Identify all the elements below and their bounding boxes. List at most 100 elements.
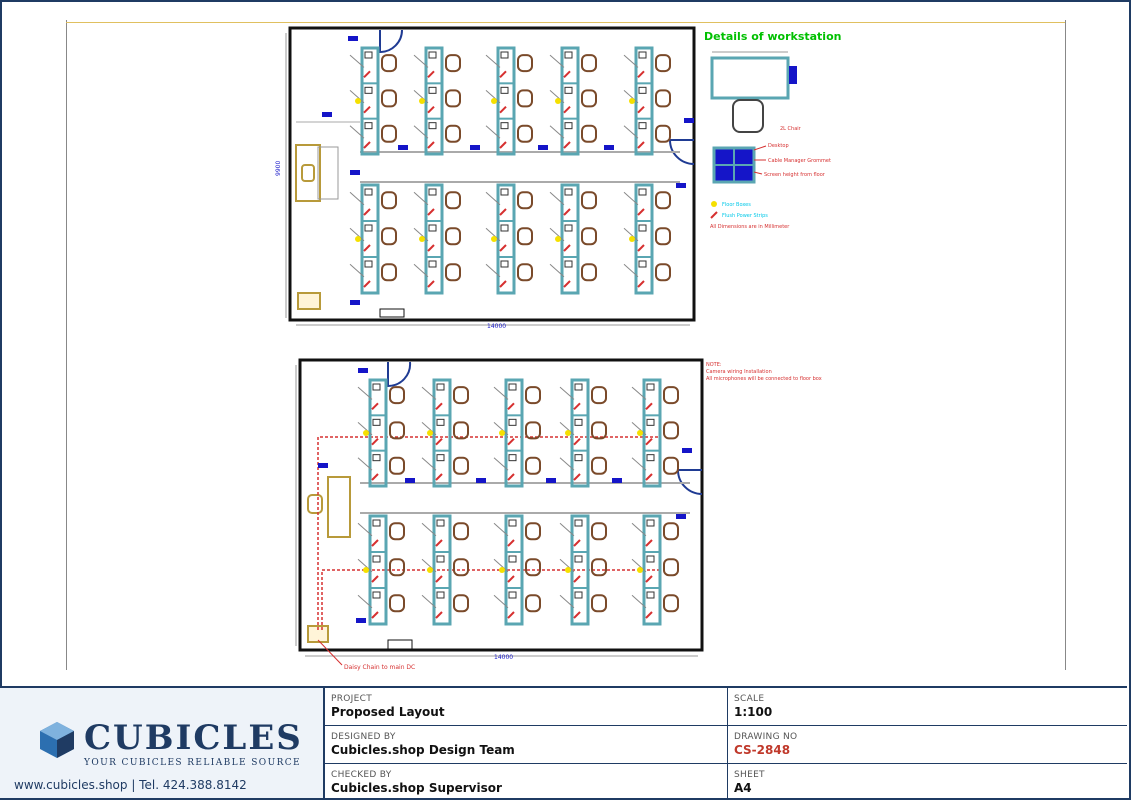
- desk-panel: [360, 183, 380, 295]
- desk-edge: [421, 594, 437, 609]
- monitor-icon: [372, 383, 381, 391]
- floorbox-marker: [538, 145, 548, 150]
- floorbox-marker: [612, 478, 622, 483]
- monitor-icon: [638, 188, 647, 196]
- desk-panel: [642, 378, 662, 488]
- desk-edge: [623, 263, 639, 278]
- floorbox-marker: [682, 448, 692, 453]
- desk-panel: [496, 46, 516, 156]
- monitor-icon: [364, 188, 373, 196]
- chair-icon: [655, 89, 671, 108]
- power-strip-icon: [645, 539, 653, 547]
- chair-icon: [525, 522, 541, 541]
- power-strip-icon: [563, 105, 571, 114]
- chair-icon: [525, 386, 541, 405]
- detail-desk-top: [710, 56, 790, 100]
- floorbox-marker: [604, 145, 614, 150]
- power-strip-icon: [371, 611, 379, 619]
- chair-icon: [581, 124, 597, 143]
- desk-edge: [549, 54, 565, 68]
- legend-desktop-label: Desktop: [768, 143, 789, 149]
- workstation-cluster: [413, 183, 461, 295]
- chair-icon: [655, 263, 671, 282]
- desk-panel: [424, 183, 444, 295]
- power-strip-icon: [507, 402, 515, 411]
- monitor-icon: [436, 591, 445, 599]
- monitor-icon: [428, 188, 437, 196]
- cube-logo-icon: [40, 722, 74, 758]
- chair-icon: [445, 227, 461, 246]
- floorbox-marker: [322, 112, 332, 117]
- floor-box-icon: [363, 430, 369, 436]
- monitor-icon: [508, 383, 517, 391]
- upper-door-right: [668, 139, 695, 165]
- monitor-icon: [428, 51, 437, 59]
- monitor-icon: [364, 260, 373, 268]
- chair-icon: [591, 558, 607, 577]
- power-strip-icon: [371, 473, 379, 481]
- desk-panel: [634, 183, 654, 295]
- desk-panel: [496, 183, 516, 295]
- power-strip-icon: [499, 141, 507, 149]
- monitor-icon: [500, 122, 509, 130]
- desk-edge: [413, 90, 429, 104]
- monitor-icon: [564, 188, 573, 196]
- floorbox-marker: [350, 170, 360, 175]
- monitor-icon: [500, 188, 509, 196]
- floorbox-marker: [676, 514, 686, 519]
- desk-edge: [485, 227, 501, 242]
- workstation-cluster: [357, 514, 405, 626]
- desk-edge: [623, 90, 639, 104]
- monitor-icon: [428, 86, 437, 94]
- chair-icon: [517, 263, 533, 282]
- monitor-icon: [646, 519, 655, 527]
- drawing-label: DRAWING NO: [734, 732, 798, 742]
- monitor-icon: [500, 224, 509, 232]
- legend-cable-label: Cable Manager Grommet: [768, 158, 831, 164]
- power-strip-icon: [637, 208, 645, 216]
- chair-icon: [525, 421, 541, 440]
- chair-icon: [655, 54, 671, 73]
- monitor-icon: [574, 418, 583, 426]
- power-strip-icon: [427, 105, 435, 114]
- desk-edge: [493, 386, 509, 400]
- chair-icon: [591, 522, 607, 541]
- desk-edge: [623, 54, 639, 68]
- floorbox-marker: [348, 36, 358, 41]
- desk-edge: [631, 522, 647, 537]
- power-strip-icon: [637, 70, 645, 79]
- desk-edge: [349, 125, 365, 139]
- detail-chair: [732, 99, 764, 133]
- floorbox-marker: [546, 478, 556, 483]
- legend-floorbox-label: Floor Boxes: [722, 202, 751, 208]
- daisy-chain-leader: [317, 639, 343, 666]
- monitor-icon: [638, 86, 647, 94]
- upper-room-wall: [288, 26, 696, 322]
- chair-icon: [581, 263, 597, 282]
- floor-box-icon: [491, 98, 497, 104]
- power-strip-icon: [507, 473, 515, 481]
- desk-panel: [634, 46, 654, 156]
- lower-door-top: [387, 361, 412, 388]
- chair-icon: [453, 522, 469, 541]
- desk-edge: [413, 54, 429, 68]
- desk-panel: [424, 46, 444, 156]
- sheet-label: SHEET: [734, 770, 765, 780]
- sheet-top-line: [66, 22, 1065, 23]
- power-strip-icon: [573, 402, 581, 411]
- monitor-icon: [500, 51, 509, 59]
- floorbox-marker: [398, 145, 408, 150]
- power-strip-icon: [573, 575, 581, 583]
- desk-edge: [623, 125, 639, 139]
- floor-box-icon: [555, 236, 561, 242]
- chair-icon: [517, 191, 533, 210]
- power-strip-icon: [363, 105, 371, 114]
- workstation-cluster: [623, 183, 671, 295]
- chair-icon: [389, 522, 405, 541]
- floorbox-marker: [358, 368, 368, 373]
- workstation-cluster: [421, 514, 469, 626]
- scale-label: SCALE: [734, 694, 765, 704]
- floor-box-icon: [499, 430, 505, 436]
- power-strip-icon: [573, 539, 581, 547]
- desk-edge: [349, 191, 365, 206]
